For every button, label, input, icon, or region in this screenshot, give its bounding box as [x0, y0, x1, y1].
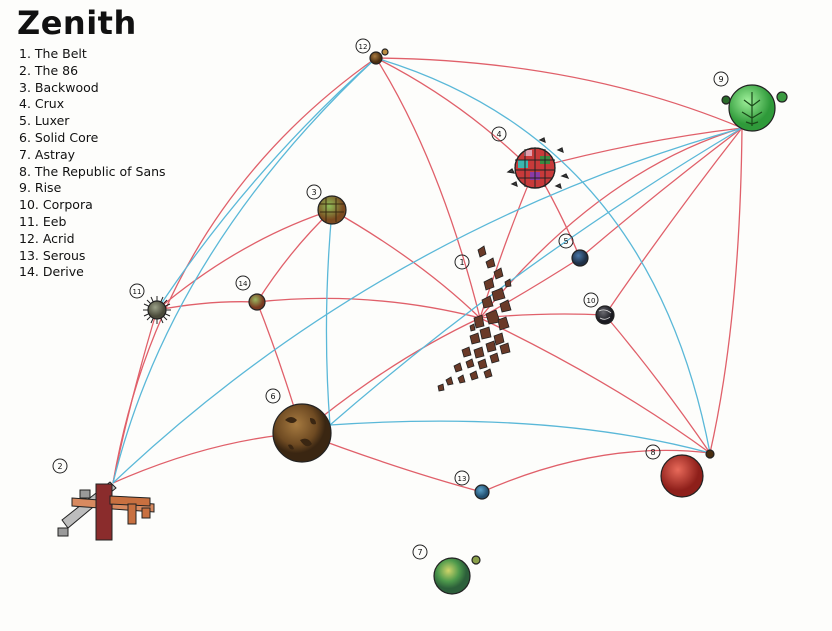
- legend-item-8: 8. The Republic of Sans: [19, 163, 166, 179]
- route-10-8: [604, 314, 711, 454]
- node-marker-2: 2: [52, 458, 68, 474]
- planet-7-icon: [433, 555, 481, 595]
- legend-item-6: 6. Solid Core: [19, 129, 99, 145]
- route-12-8: [375, 57, 711, 454]
- node-marker-10: 10: [583, 292, 599, 308]
- planet-6-icon: [272, 403, 332, 463]
- node-label-12: 12: [359, 43, 368, 51]
- node-marker-5: 5: [558, 233, 574, 249]
- planet-4-icon: [506, 137, 570, 189]
- legend-item-2: 2. The 86: [19, 62, 79, 78]
- node-marker-13: 13: [454, 470, 470, 486]
- node-label-7: 7: [417, 548, 422, 557]
- route-9-6: [329, 127, 743, 426]
- node-marker-6: 6: [265, 388, 281, 404]
- route-9-4: [534, 127, 743, 169]
- legend-item-1: 1. The Belt: [19, 46, 87, 61]
- node-label-10: 10: [587, 297, 596, 305]
- route-9-2: [112, 127, 743, 484]
- legend-item-10: 10. Corpora: [19, 197, 93, 213]
- route-12-4: [375, 57, 531, 169]
- route-1-8: [479, 317, 711, 454]
- node-marker-9: 9: [713, 71, 729, 87]
- legend-item-11: 11. Eeb: [19, 213, 67, 229]
- node-label-4: 4: [496, 130, 501, 139]
- route-11-14: [156, 301, 258, 311]
- node-label-11: 11: [133, 288, 142, 296]
- legend-item-9: 9. Rise: [19, 180, 62, 196]
- legend-item-13: 13. Serous: [19, 247, 86, 263]
- node-label-5: 5: [563, 237, 568, 246]
- legend-item-14: 14. Derive: [19, 264, 84, 280]
- planet-8-icon: [660, 449, 715, 498]
- route-11-2: [112, 309, 158, 484]
- blue-routes: [112, 57, 743, 484]
- node-label-2: 2: [57, 462, 62, 471]
- node-marker-8: 8: [645, 444, 661, 460]
- route-3-6: [325, 209, 333, 426]
- red-routes: [112, 57, 743, 493]
- planet-13-icon: [474, 484, 490, 500]
- node-label-8: 8: [650, 448, 655, 457]
- legend-item-12: 12. Acrid: [19, 230, 75, 246]
- route-12-9: [375, 57, 743, 129]
- node-label-6: 6: [270, 392, 275, 401]
- planet-5-icon: [571, 249, 589, 267]
- route-12-1: [375, 57, 481, 319]
- planet-9-icon: [721, 84, 788, 132]
- route-6-8: [329, 420, 711, 454]
- node-marker-14: 14: [235, 275, 251, 291]
- legend-item-5: 5. Luxer: [19, 113, 70, 129]
- route-4-1: [479, 167, 536, 319]
- legend-list: 1. The Belt 2. The 86 3. Backwood 4. Cru…: [19, 46, 166, 281]
- route-9-5: [579, 127, 743, 259]
- planet-10-icon: [595, 305, 615, 325]
- legend-item-3: 3. Backwood: [19, 79, 99, 95]
- node-label-13: 13: [458, 475, 467, 483]
- route-9-1: [479, 127, 743, 319]
- planet-12-icon: [369, 48, 389, 65]
- map-title: Zenith: [17, 4, 137, 42]
- legend-item-4: 4. Crux: [19, 96, 65, 112]
- planet-14-icon: [248, 293, 266, 311]
- node-label-9: 9: [718, 75, 723, 84]
- node-label-3: 3: [311, 188, 316, 197]
- node-marker-3: 3: [306, 184, 322, 200]
- node-marker-1: 1: [454, 254, 470, 270]
- legend-item-7: 7. Astray: [19, 146, 76, 162]
- node-label-1: 1: [459, 258, 464, 267]
- route-12-11: [156, 57, 377, 311]
- spiked-planet-icon: [143, 296, 171, 324]
- node-marker-12: 12: [355, 38, 371, 54]
- node-marker-7: 7: [412, 544, 428, 560]
- node-label-14: 14: [239, 280, 248, 288]
- route-14-1: [256, 297, 481, 319]
- planet-3-icon: [317, 195, 347, 225]
- route-12-2b: [112, 57, 377, 484]
- route-13-8: [481, 449, 711, 493]
- route-3-1: [331, 209, 481, 319]
- route-9-8: [709, 127, 743, 454]
- node-marker-4: 4: [491, 126, 507, 142]
- route-9-10: [604, 127, 743, 316]
- node-marker-11: 11: [129, 283, 145, 299]
- asteroid-belt-icon: [437, 245, 512, 392]
- route-11-3: [156, 209, 333, 311]
- space-station-icon: [57, 481, 155, 541]
